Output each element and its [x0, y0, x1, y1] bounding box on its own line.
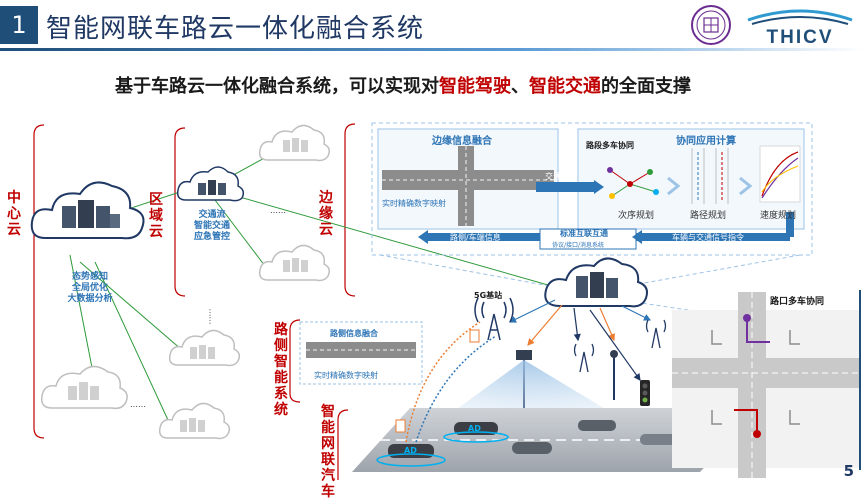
step-speed: 速度规划	[760, 211, 797, 221]
vehicle-ad-tag-1: AD	[404, 446, 417, 455]
turn-path-1	[746, 320, 770, 343]
vehicle-sequence-graph	[607, 167, 659, 199]
region-cloud-icon	[176, 166, 245, 202]
step-path: 路径规划	[690, 211, 727, 221]
center-fn-2: 全局优化	[71, 283, 108, 293]
ellipsis-3: ……	[130, 400, 146, 409]
layer-label-center-cloud: 中心云	[7, 190, 21, 238]
layer-label-region-cloud: 区域云	[149, 192, 163, 240]
page-title: 智能网联车路云一体化融合系统	[46, 14, 425, 44]
faded-cloud-servers	[68, 138, 308, 432]
v2x-link-1	[405, 321, 481, 443]
edge-cloud-bracket	[344, 123, 356, 297]
architecture-diagram	[30, 122, 861, 480]
university-seal-logo	[691, 5, 731, 45]
center-cloud-icon	[30, 181, 145, 240]
interconnect-label: 标准互联互通	[560, 229, 608, 238]
vehicle-sensing-ring	[376, 453, 446, 467]
subtitle-highlight-1: 智能驾驶	[439, 76, 511, 97]
subtitle-post: 的全面支撑	[601, 76, 691, 97]
intersection-label: 路口多车协同	[770, 297, 825, 307]
traffic-state-label: 交通状态	[545, 172, 577, 181]
multi-vehicle-label: 路段多车协同	[586, 141, 634, 150]
ellipsis-2: ……	[207, 308, 217, 325]
edge-fusion-title: 边缘信息融合	[432, 136, 492, 147]
region-fn-3: 应急管控	[193, 232, 230, 242]
interconnect-sub: 协议/接口/消息系统	[552, 242, 605, 249]
header-divider	[0, 48, 864, 51]
region-fn-2: 智能交通	[193, 221, 230, 231]
5g-base-station-label: 5G基站	[474, 291, 503, 300]
logo-text: THICV	[767, 27, 834, 46]
subtitle-sep: 、	[511, 76, 529, 97]
roadside-antennas	[573, 319, 667, 373]
edge-twin-label: 实时精确数字映射	[382, 199, 446, 208]
signal-cmd-label: 车辆与交通信号指令	[672, 233, 744, 242]
subtitle: 基于车路云一体化融合系统，可以实现对智能驾驶、智能交通的全面支撑	[115, 72, 691, 98]
region-cloud-functions: 交通流 智能交通 应急管控	[180, 210, 244, 243]
edge-panel-frame	[371, 122, 813, 256]
roadside-panel-frame	[299, 321, 423, 385]
roadside-fusion-title: 路侧信息融合	[330, 329, 378, 338]
coop-title: 协同应用计算	[676, 136, 736, 147]
roadside-twin-label: 实时精确数字映射	[314, 371, 378, 380]
edge-cloud-icon	[544, 257, 648, 308]
road-info-label: 路侧/车端信息	[450, 233, 501, 242]
5g-base-station-icon	[474, 297, 514, 341]
center-fn-3: 大数据分析	[67, 294, 113, 304]
roadside-road	[306, 342, 416, 358]
roadside-bracket	[289, 319, 301, 403]
region-fn-1: 交通流	[198, 210, 226, 220]
section-number: 1	[0, 6, 38, 44]
fusion-road-v	[458, 146, 474, 226]
vehicle-bracket	[337, 409, 349, 480]
center-fn-1: 态势感知	[71, 272, 108, 282]
region-cloud-bracket	[174, 127, 186, 297]
subtitle-pre: 基于车路云一体化融合系统，可以实现对	[115, 76, 439, 97]
v2x-link-2	[415, 335, 497, 443]
step-order: 次序规划	[618, 211, 655, 221]
layer-label-roadside: 路侧智能系统	[274, 322, 288, 418]
layer-label-edge-cloud: 边缘云	[319, 190, 333, 238]
rsu-icon	[516, 350, 532, 360]
center-cloud-functions: 态势感知 全局优化 大数据分析	[60, 272, 120, 305]
page-number: 5	[843, 462, 854, 480]
vehicle-ad-tag-2: AD	[468, 424, 481, 433]
center-cloud-bracket	[33, 124, 45, 439]
turn-path-2	[734, 409, 758, 432]
subtitle-highlight-2: 智能交通	[529, 76, 601, 97]
ellipsis-1: ……	[270, 206, 286, 215]
thicv-logo: THICV	[747, 9, 853, 46]
path-planning-lanes	[691, 148, 729, 204]
